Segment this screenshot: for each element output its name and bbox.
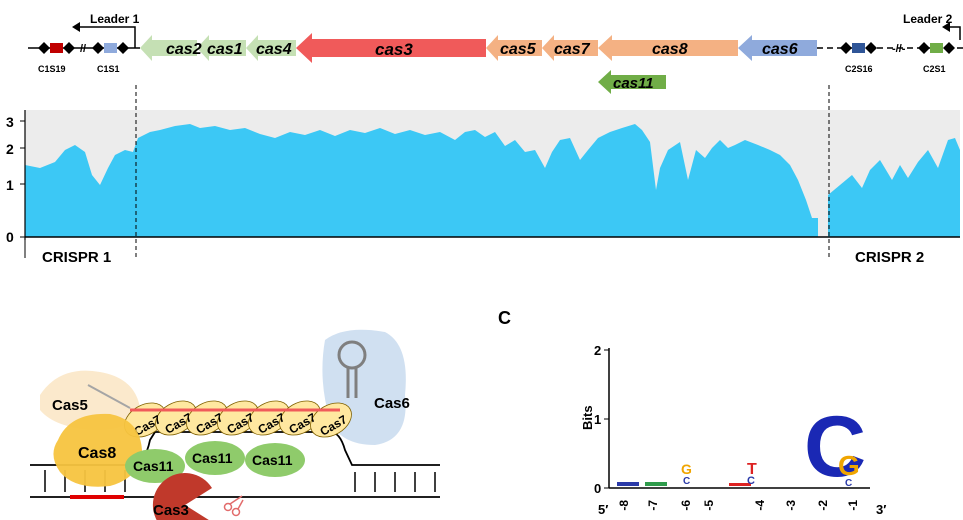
logo-x-tick: -2 [816, 500, 830, 511]
logo-letter-c: C [845, 478, 852, 489]
logo-x-tick: -7 [646, 500, 660, 511]
leader1-arrow [80, 26, 136, 48]
gene-label-cas6: cas6 [762, 41, 798, 58]
repeat-diamond [38, 42, 50, 54]
logo-x-tick: -8 [617, 500, 631, 511]
coverage-plot: 3 2 1 0 CRISPR 1 CRISPR 2 [6, 85, 960, 266]
cas8-label: Cas8 [78, 445, 116, 462]
cascade-complex-diagram: Cas5 Cas6 Cas7 Cas7 Cas7 Cas7 Cas7 Cas7 … [30, 329, 440, 520]
repeat-diamond [918, 42, 930, 54]
gene-label-cas8: cas8 [652, 41, 688, 58]
operon-map: // C1S19 C1S1 Leader 1 cas2 cas1 cas4 ca… [28, 12, 963, 94]
logo-letter-stack [645, 482, 667, 486]
three-prime-label: 3′ [876, 502, 886, 517]
gene-cas7 [542, 35, 598, 61]
logo-x-tick: -5 [702, 500, 716, 511]
crrna-hairpin-loop [337, 340, 367, 370]
leader1-arrowhead [72, 22, 80, 32]
repeat-diamond [63, 42, 75, 54]
y-tick-label: 2 [6, 141, 14, 157]
repeat-diamond [92, 42, 104, 54]
y-tick-label: 1 [594, 412, 601, 427]
gene-cas8 [598, 35, 738, 61]
cas3-label: Cas3 [153, 502, 189, 519]
scissors-icon [223, 495, 244, 517]
logo-letter-stack [617, 482, 639, 486]
cas11-label: Cas11 [252, 452, 293, 468]
cas5-blob [40, 370, 140, 430]
y-tick-label: 2 [594, 343, 601, 358]
five-prime-label: 5′ [598, 502, 608, 517]
logo-letter-c: C [747, 475, 755, 487]
cas5-label: Cas5 [52, 397, 88, 414]
leader2-label: Leader 2 [903, 12, 953, 26]
gene-label-cas4: cas4 [256, 41, 292, 58]
gene-label-cas2: cas2 [166, 41, 202, 58]
leader1-label: Leader 1 [90, 12, 140, 26]
spacer-label: C1S1 [97, 64, 120, 74]
gene-cas1 [197, 35, 246, 61]
logo-letter-g: G [681, 461, 692, 477]
repeat-diamond [865, 42, 877, 54]
gene-cas6 [738, 35, 817, 61]
cas7-backbone: Cas7 Cas7 Cas7 Cas7 Cas7 Cas7 Cas7 [124, 400, 352, 439]
coverage-area [25, 124, 960, 237]
y-tick-label: 0 [594, 481, 601, 496]
break-mark: // [80, 43, 86, 55]
crrna-5prime-handle [87, 384, 131, 409]
logo-letter-t: T [747, 461, 757, 478]
cas6-label: Cas6 [374, 395, 410, 412]
logo-y-label: Bits [580, 405, 595, 430]
logo-letter-stack [729, 483, 751, 486]
crispr2-label: CRISPR 2 [855, 249, 924, 266]
cas11-label: Cas11 [192, 450, 233, 466]
logo-x-tick: -3 [784, 500, 798, 511]
gene-cas4 [246, 35, 296, 61]
spacer-box [930, 43, 943, 53]
cas11-label: Cas11 [133, 458, 174, 474]
logo-x-tick: -1 [846, 500, 860, 511]
logo-letter-g: G [838, 450, 860, 481]
logo-x-tick: -4 [753, 500, 767, 511]
repeat-diamond [117, 42, 129, 54]
gene-label-cas7: cas7 [554, 41, 591, 58]
logo-letter-c: C [683, 476, 690, 487]
y-tick-label: 1 [6, 177, 14, 193]
gene-cas2 [140, 35, 197, 61]
gene-label-cas3: cas3 [375, 40, 413, 59]
gene-label-cas5: cas5 [500, 41, 537, 58]
gene-label-cas11: cas11 [613, 75, 654, 92]
spacer-box [50, 43, 63, 53]
repeat-diamond [943, 42, 955, 54]
gene-label-cas1: cas1 [207, 41, 243, 58]
leader2-arrowhead [942, 22, 950, 32]
spacer-label: C1S19 [38, 64, 66, 74]
spacer-box [104, 43, 117, 53]
repeat-diamond [840, 42, 852, 54]
cas8-blob [53, 413, 142, 487]
spacer-box [852, 43, 865, 53]
gene-cas11 [598, 70, 666, 94]
crispr1-label: CRISPR 1 [42, 249, 111, 266]
panel-label-c: C [498, 308, 511, 328]
cas3-pacman [152, 473, 212, 520]
y-tick-label: 3 [6, 114, 14, 130]
leader2-arrow [950, 26, 961, 40]
spacer-label: C2S16 [845, 64, 873, 74]
gene-cas3 [296, 33, 486, 63]
sequence-logo: C Bits 2 1 0 G C T C C G C -8 -7 -6 -5 -… [498, 308, 886, 517]
cas11-subunit [185, 441, 245, 475]
logo-letter-c-large: C [804, 399, 866, 495]
logo-x-tick: -6 [679, 500, 693, 511]
gene-cas5 [486, 35, 542, 61]
spacer-label: C2S1 [923, 64, 946, 74]
y-tick-label: 0 [6, 229, 14, 245]
break-mark: -//- [892, 43, 906, 55]
cas11-subunit [245, 443, 305, 477]
cas11-subunit [125, 449, 185, 483]
